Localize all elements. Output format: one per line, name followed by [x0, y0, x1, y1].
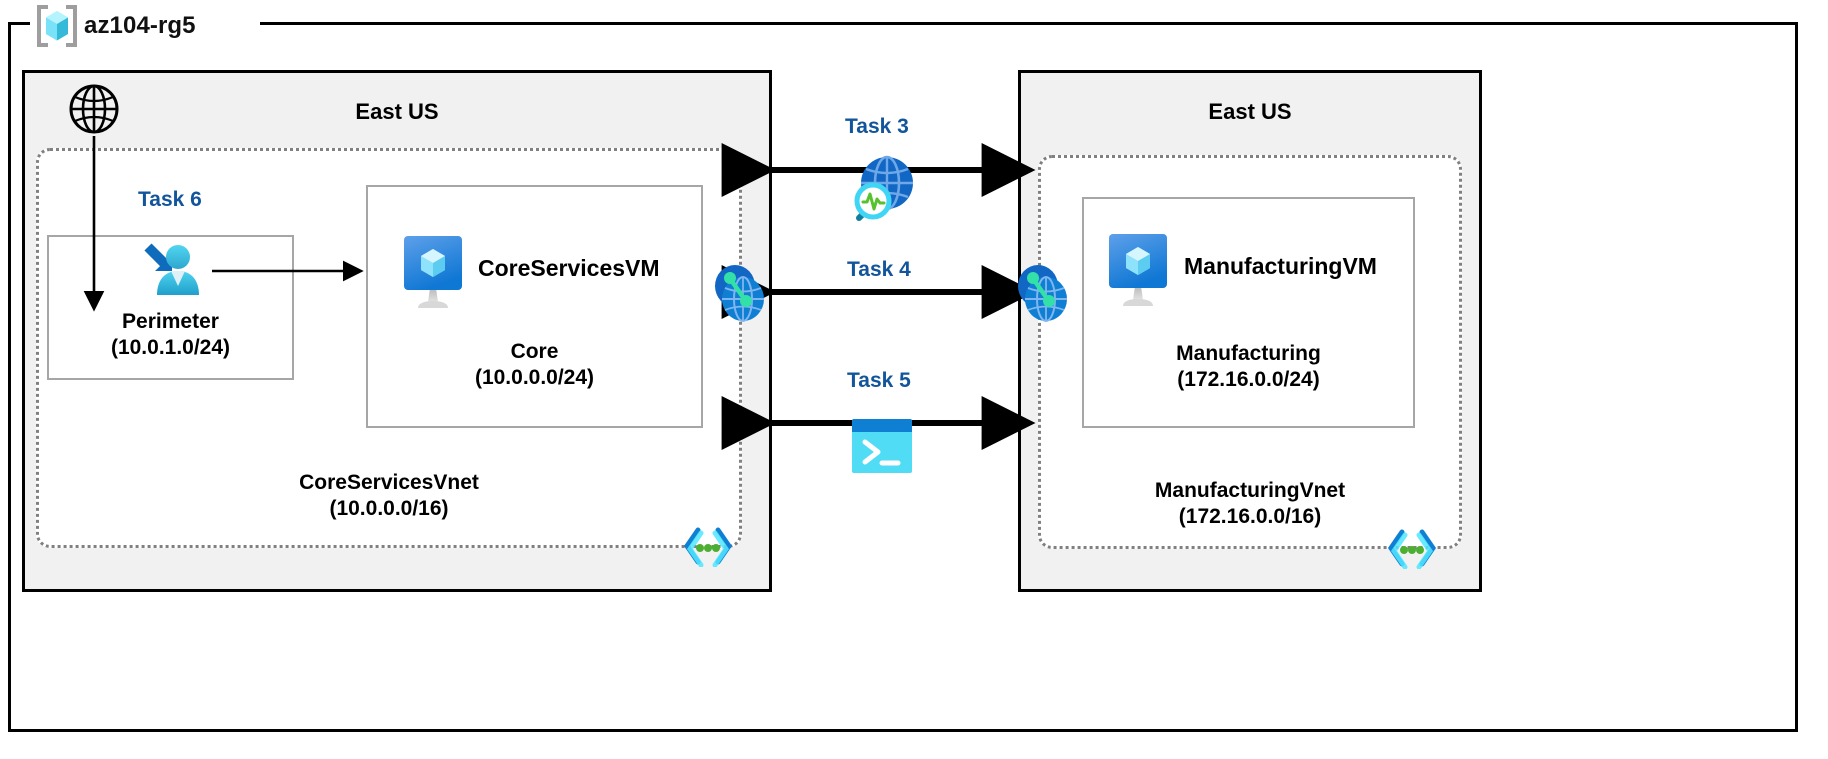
cloud-shell-icon — [851, 418, 913, 474]
subnet-core-caption: Core (10.0.0.0/24) — [368, 339, 701, 392]
resource-group-cube-icon — [34, 4, 80, 48]
subnet-mfg-cidr: (172.16.0.0/24) — [1177, 368, 1320, 392]
task-label-task4: Task 4 — [847, 258, 911, 281]
subnet-core-cidr: (10.0.0.0/24) — [474, 366, 595, 390]
region-title-right: East US — [1208, 99, 1292, 124]
bastion-user-icon — [140, 240, 204, 308]
region-title-left: East US — [355, 99, 439, 124]
vnet-core-cidr: (10.0.0.0/16) — [329, 497, 449, 521]
subnet-perimeter-cidr: (10.0.1.0/24) — [110, 336, 231, 360]
coreservices-vm-label: CoreServicesVM — [478, 255, 660, 281]
virtual-machine-icon — [1105, 230, 1171, 310]
network-watcher-icon — [838, 154, 918, 226]
task-label-task6: Task 6 — [138, 188, 202, 211]
resource-group-name: az104-rg5 — [84, 12, 196, 39]
manufacturing-vm-label: ManufacturingVM — [1184, 253, 1377, 279]
vnet-mfg-name: ManufacturingVnet — [1154, 479, 1346, 502]
task-label-task3: Task 3 — [845, 115, 909, 138]
subnet-manufacturing-caption: Manufacturing (172.16.0.0/24) — [1084, 341, 1413, 394]
subnet-perimeter-name: Perimeter — [122, 310, 219, 333]
subnet-brackets-icon — [1386, 527, 1438, 570]
vnet-peering-icon — [711, 262, 769, 324]
resource-group-frame — [8, 22, 1798, 732]
vnet-core-name: CoreServicesVnet — [299, 471, 479, 494]
subnet-mfg-name: Manufacturing — [1176, 342, 1321, 365]
subnet-brackets-icon — [682, 525, 734, 568]
vnet-manufacturingvnet-label: ManufacturingVnet (172.16.0.0/16) — [1038, 478, 1462, 531]
subnet-core-name: Core — [510, 340, 559, 363]
subnet-perimeter-caption: Perimeter (10.0.1.0/24) — [49, 309, 292, 362]
resource-group-header: az104-rg5 — [34, 4, 196, 48]
virtual-machine-icon — [400, 232, 466, 312]
task-label-task5: Task 5 — [847, 369, 911, 392]
vnet-peering-icon — [1014, 262, 1072, 324]
vnet-mfg-cidr: (172.16.0.0/16) — [1178, 505, 1322, 529]
vnet-coreservicesvnet-label: CoreServicesVnet (10.0.0.0/16) — [36, 470, 742, 523]
globe-internet-icon — [68, 83, 120, 135]
